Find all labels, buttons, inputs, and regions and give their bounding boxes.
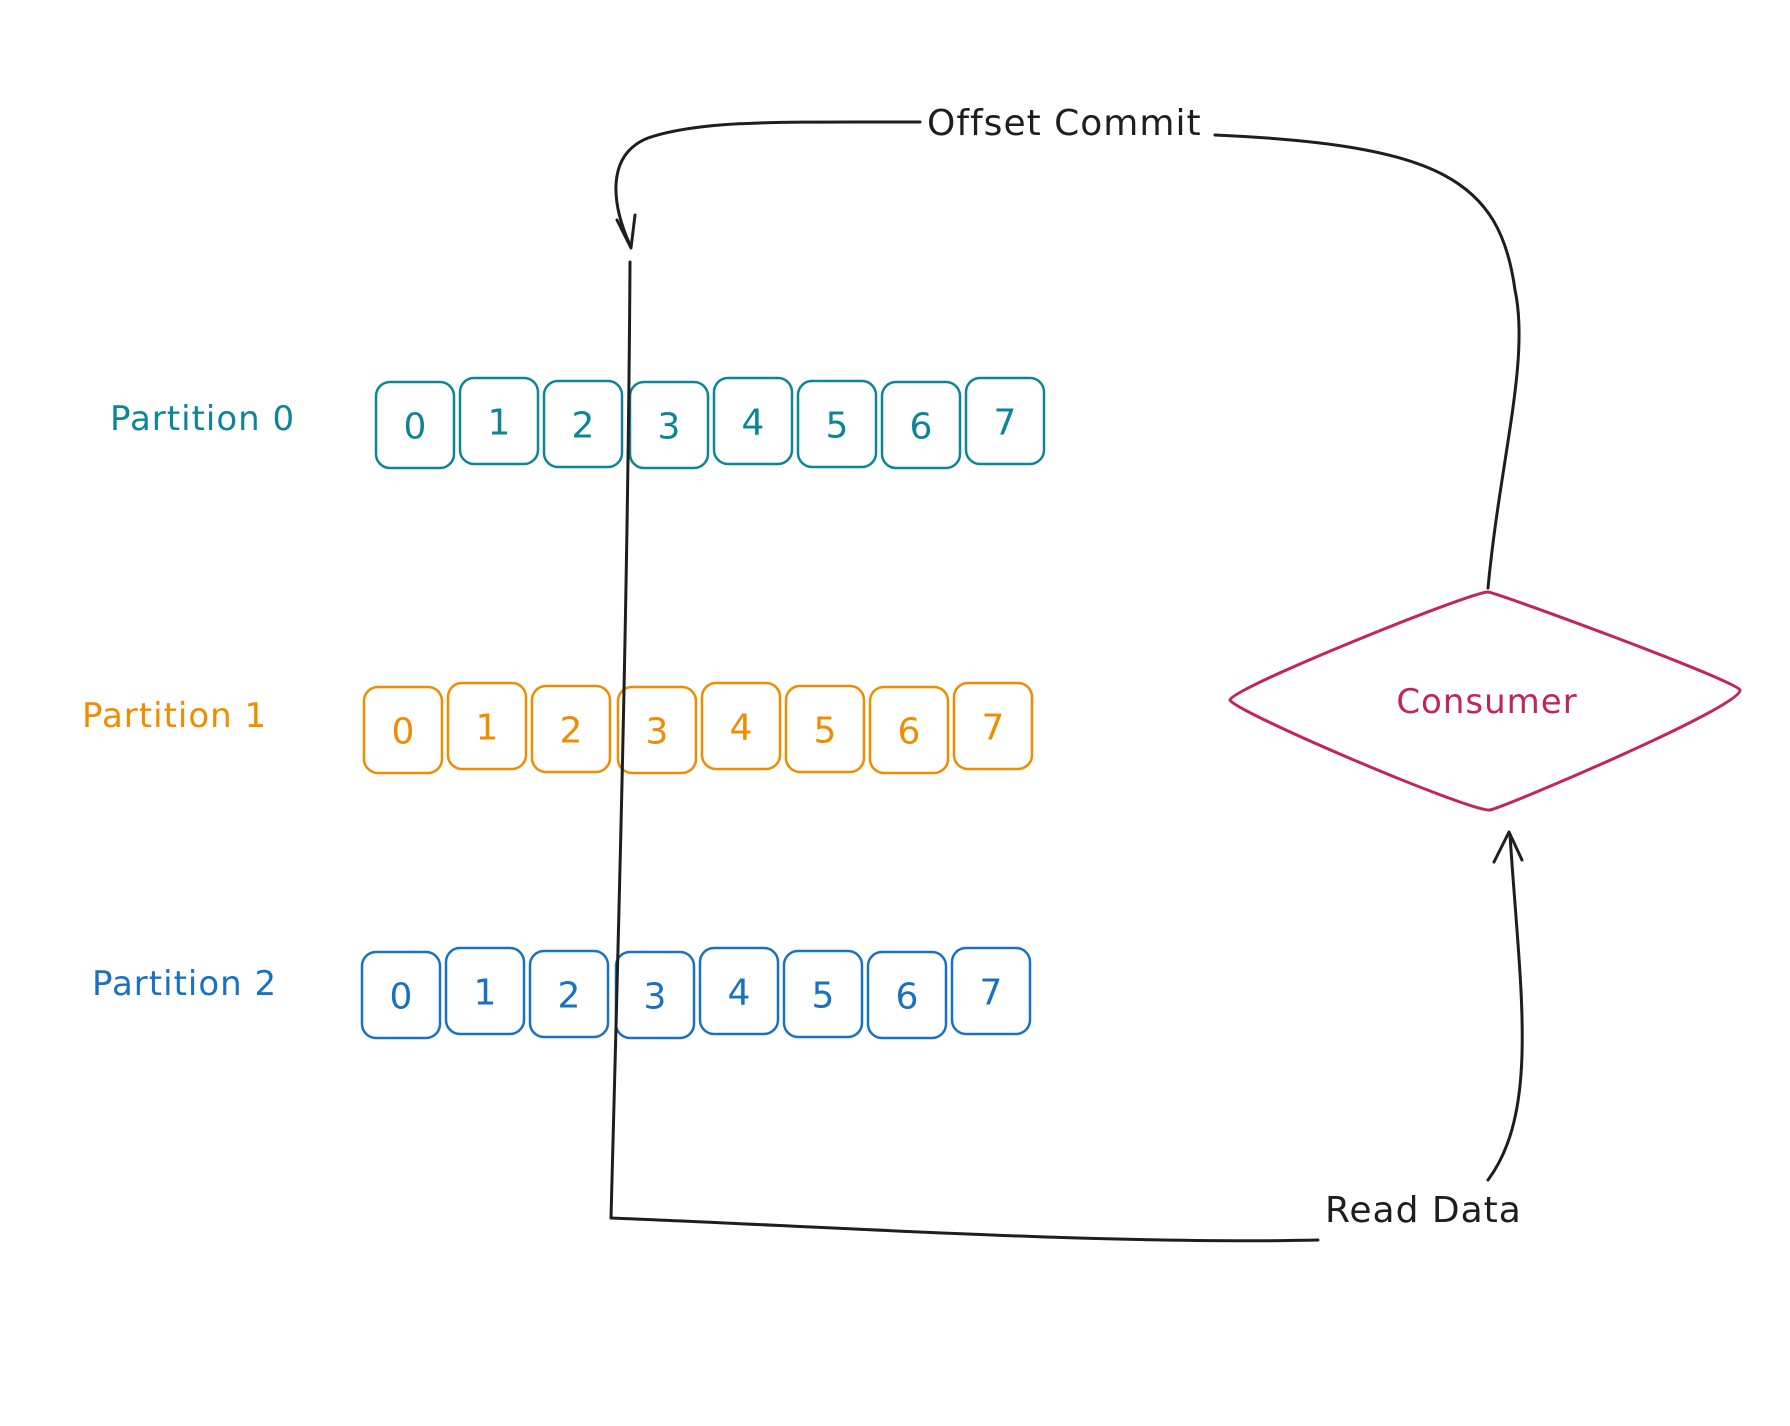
offset-cell-box	[796, 379, 878, 469]
offset-cell-box	[446, 681, 528, 771]
partition-2-offset-6: 6	[866, 950, 948, 1040]
offset-cell-number: 7	[994, 403, 1017, 444]
offset-cell-box	[700, 681, 782, 771]
offset-cell-number: 6	[910, 407, 933, 448]
partition-1-offset-2: 2	[530, 684, 612, 774]
offset-cell-number: 1	[474, 973, 497, 1014]
offset-cell-box	[628, 380, 710, 470]
offset-cell-number: 0	[392, 712, 415, 753]
partition-2-offset-1: 1	[444, 946, 526, 1036]
offset-cell-number: 6	[898, 712, 921, 753]
offset-cell-number: 7	[982, 708, 1005, 749]
partition-2-offset-0: 0	[360, 950, 442, 1040]
read-data-arrowhead	[1492, 830, 1524, 864]
offset-cell-box	[784, 684, 866, 774]
offset-cell-number: 5	[814, 711, 837, 752]
offset-commit-arrow-line-left	[614, 120, 922, 247]
partition-2-label: Partition 2	[92, 964, 277, 1004]
read-data-arrow-line-up	[1486, 833, 1524, 1182]
consumer-node: Consumer	[1228, 590, 1742, 812]
offset-cell-box	[444, 946, 526, 1036]
offset-cell-number: 6	[896, 977, 919, 1018]
offset-cell-number: 4	[730, 708, 753, 749]
offset-cell-number: 1	[476, 708, 499, 749]
read-data-label: Read Data	[1325, 1190, 1522, 1231]
offset-cell-number: 2	[560, 711, 583, 752]
offset-cell-number: 5	[812, 976, 835, 1017]
offset-cell-number: 3	[644, 977, 667, 1018]
offset-cell-number: 4	[742, 403, 765, 444]
offset-cell-box	[362, 685, 444, 775]
partition-2-offset-7: 7	[950, 946, 1032, 1036]
offset-cell-box	[360, 950, 442, 1040]
partition-1-offset-4: 4	[700, 681, 782, 771]
partition-0-label: Partition 0	[110, 399, 295, 439]
offset-commit-arrowhead	[615, 213, 637, 250]
partition-2-offset-4: 4	[698, 946, 780, 1036]
offset-cell-box	[950, 946, 1032, 1036]
offset-cell-number: 5	[826, 406, 849, 447]
read-data-arrow-line	[609, 1216, 1320, 1243]
offset-cell-box	[880, 380, 962, 470]
offset-cell-box	[374, 380, 456, 470]
offset-cell-box	[712, 376, 794, 466]
partition-0-offset-4: 4	[712, 376, 794, 466]
partition-1-label: Partition 1	[82, 696, 267, 736]
partition-0-offset-1: 1	[458, 376, 540, 466]
offset-cell-number: 3	[658, 407, 681, 448]
offset-cell-box	[698, 946, 780, 1036]
offset-cell-number: 7	[980, 973, 1003, 1014]
partition-0-offset-0: 0	[374, 380, 456, 470]
offset-cell-number: 3	[646, 712, 669, 753]
offset-cell-number: 2	[572, 406, 595, 447]
partition-0-offset-6: 6	[880, 380, 962, 470]
partition-0-row: Partition 0 0 1 2 3 4 5 6 7	[110, 376, 1046, 470]
partition-0-offset-7: 7	[964, 376, 1046, 466]
offset-commit-label: Offset Commit	[927, 103, 1202, 144]
offset-cell-box	[964, 376, 1046, 466]
offset-cell-box	[782, 949, 864, 1039]
offset-cell-number: 0	[404, 407, 427, 448]
partition-0-offset-3: 3	[628, 380, 710, 470]
consumer-position-line	[609, 260, 632, 1220]
offset-cell-box	[616, 685, 698, 775]
partition-0-offset-5: 5	[796, 379, 878, 469]
partition-1-offset-0: 0	[362, 685, 444, 775]
offset-cell-box	[458, 376, 540, 466]
offset-commit-arrow-line	[1213, 133, 1521, 590]
offset-cell-number: 0	[390, 977, 413, 1018]
partition-2-row: Partition 2 0 1 2 3 4 5 6 7	[92, 946, 1032, 1040]
partition-2-offset-5: 5	[782, 949, 864, 1039]
consumer-label: Consumer	[1396, 682, 1577, 722]
offset-cell-box	[868, 685, 950, 775]
partition-1-offset-5: 5	[784, 684, 866, 774]
partition-1-offset-6: 6	[868, 685, 950, 775]
partition-2-offset-3: 3	[614, 950, 696, 1040]
offset-cell-box	[542, 379, 624, 469]
offset-cell-box	[866, 950, 948, 1040]
consumer-diamond	[1228, 590, 1742, 812]
partition-1-row: Partition 1 0 1 2 3 4 5 6 7	[82, 681, 1034, 775]
partition-1-offset-3: 3	[616, 685, 698, 775]
offset-cell-box	[530, 684, 612, 774]
partition-0-offset-2: 2	[542, 379, 624, 469]
partition-1-offset-7: 7	[952, 681, 1034, 771]
offset-cell-box	[952, 681, 1034, 771]
offset-cell-number: 4	[728, 973, 751, 1014]
offset-cell-number: 1	[488, 403, 511, 444]
offset-cell-number: 2	[558, 976, 581, 1017]
partition-1-offset-1: 1	[446, 681, 528, 771]
offset-cell-box	[528, 949, 610, 1039]
partition-2-offset-2: 2	[528, 949, 610, 1039]
